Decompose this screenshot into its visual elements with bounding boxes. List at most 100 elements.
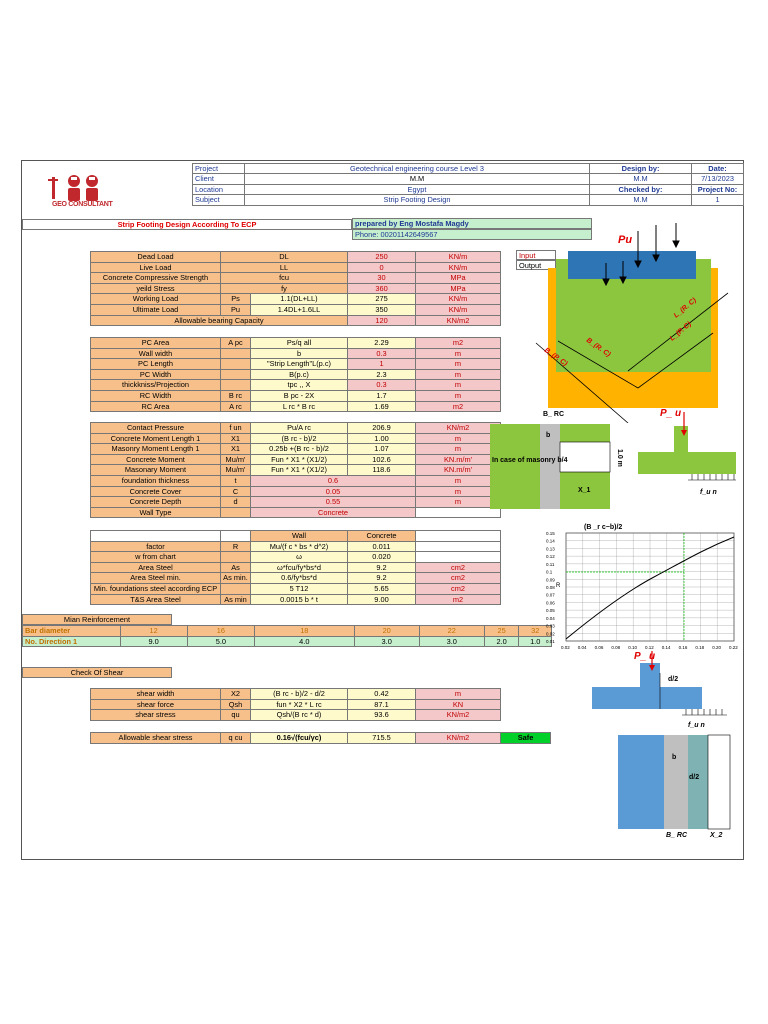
row-label: Masonry Moment Length 1 [90, 443, 221, 455]
row-label: Concrete Depth [90, 496, 221, 508]
row-label: Concrete Moment Length 1 [90, 432, 221, 445]
chart-y-tick: 0.14 [546, 539, 555, 544]
row-unit: m [415, 358, 501, 370]
row-formula: Mu/(f c * bs * d^2) [250, 540, 348, 553]
d2-shear-label: d/2 [689, 774, 699, 781]
row-label: Concrete Cover [90, 485, 221, 498]
row-unit: m [415, 347, 501, 360]
row-symbol: Qsh [220, 698, 251, 711]
row-formula: fun * X2 * L rc [250, 698, 348, 711]
row-formula: ω*fcu/fy*bs*d [250, 561, 348, 574]
row-formula: Ps/q all [250, 337, 348, 349]
row-label: Area Steel min. [90, 572, 221, 584]
row-symbol [220, 368, 251, 381]
row-value: 9.2 [347, 561, 416, 574]
shear-diagram: P_ u d/2 f_u n b d/2 B_ RC X_2 [592, 651, 731, 839]
row-formula: Qsh/(B rc * d) [250, 709, 348, 721]
allowable-shear-symbol: q cu [220, 732, 251, 744]
subject-label: Subject [192, 194, 245, 206]
project-no-value: 1 [691, 194, 745, 206]
chart-y-label: R [556, 583, 561, 589]
row-value: 1.07 [347, 443, 416, 455]
logo-text: GEO CONSULTANT [52, 201, 113, 208]
chart-x-tick: 0.20 [712, 645, 721, 650]
row-value: 30 [347, 272, 417, 284]
chart-y-tick: 0.04 [546, 616, 555, 621]
client-label: Client [192, 173, 245, 185]
row-input: Concrete [250, 506, 416, 519]
row-symbol: qu [220, 709, 251, 721]
row-symbol [220, 582, 251, 595]
row-value: 0.42 [347, 688, 416, 700]
row-formula: (B rc - b)/2 - d/2 [250, 688, 348, 700]
row-unit: cm2 [415, 572, 501, 584]
row-label: thickkniss/Projection [90, 379, 221, 391]
steel-head-concrete: Concrete [347, 530, 416, 542]
chart-x-tick: 0.06 [595, 645, 604, 650]
one-m-label: 1.0 m [616, 449, 623, 467]
date-value: 7/13/2023 [691, 173, 745, 185]
row-formula: B pc - 2X [250, 389, 348, 402]
row-label: Concrete Compressive Strength [90, 272, 221, 284]
row-unit: MPa [415, 272, 502, 284]
row-label: Wall width [90, 347, 221, 360]
row-formula: 1.4DL+1.6LL [249, 303, 349, 316]
fun-label: f_u n [700, 489, 717, 496]
row-symbol: X1 [220, 443, 251, 455]
chart-y-tick: 0.15 [546, 531, 555, 536]
row-label: Dead Load [90, 251, 221, 263]
row-symbol: Pu [220, 303, 251, 316]
chart-y-tick: 0.11 [546, 562, 555, 567]
row-symbol: A rc [220, 400, 251, 413]
row-label: RC Area [90, 400, 221, 413]
row-value: 93.6 [347, 709, 416, 721]
pu-section-label: P_ u [660, 408, 681, 419]
row-empty [415, 506, 501, 519]
row-formula: 5 T12 [250, 582, 348, 595]
row-value: 9.00 [347, 593, 416, 606]
allowable-shear-value: 715.5 [347, 732, 416, 744]
row-label: PC Length [90, 358, 221, 370]
row-value: 2.29 [347, 337, 416, 349]
chart-x-tick: 0.02 [561, 645, 570, 650]
row-symbol: t [220, 474, 251, 487]
row-unit: m [415, 688, 501, 700]
bar-count-cell: 5.0 [186, 635, 255, 648]
allowable-shear-unit: KN/m2 [415, 732, 501, 744]
row-symbol: LL [219, 261, 349, 274]
bar-diameter-cell: 20 [353, 625, 420, 637]
row-value: 102.6 [347, 453, 416, 466]
row-unit: cm2 [415, 561, 501, 574]
spreadsheet-sheet: GEO CONSULTANT Project Geotechnical engi… [21, 160, 745, 860]
masonry-note: In case of masonry b/4 [492, 457, 568, 464]
bar-count-cell: 1.0 [518, 635, 552, 648]
row-symbol: fcu [219, 272, 349, 284]
row-label: Contact Pressure [90, 422, 221, 434]
row-input: 0.6 [250, 474, 416, 487]
row-unit: m2 [415, 593, 501, 606]
chart-y-tick: 0.13 [546, 546, 555, 551]
safe-badge: Safe [500, 732, 551, 744]
row-unit: m2 [415, 337, 501, 349]
row-symbol: Ps [220, 293, 251, 305]
row-symbol: f un [220, 422, 251, 434]
row-symbol: As min [220, 593, 251, 606]
header-table: Project Geotechnical engineering course … [192, 162, 745, 206]
row-formula: 1.1(DL+LL) [249, 293, 349, 305]
chart-y-tick: 0.1 [546, 570, 553, 575]
row-label: T&S Area Steel [90, 593, 221, 606]
row-label: Wall Type [90, 506, 221, 519]
